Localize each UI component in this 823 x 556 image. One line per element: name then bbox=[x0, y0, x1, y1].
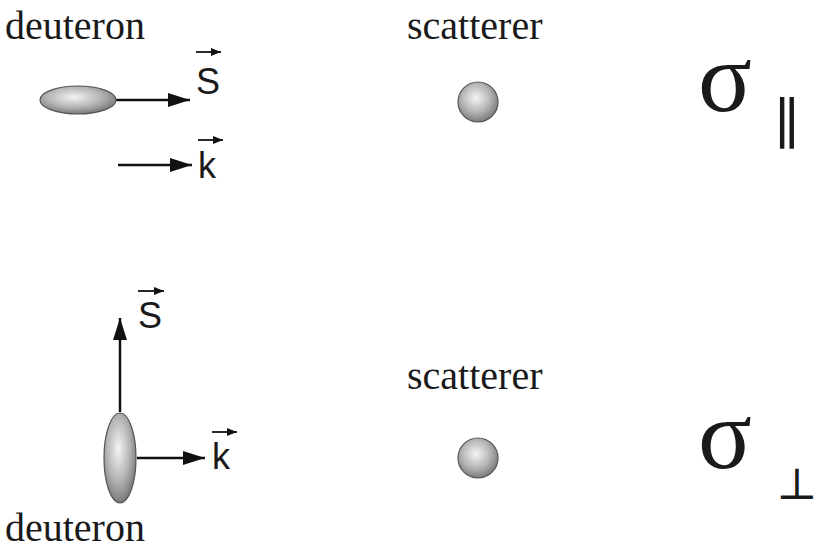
subscript-symbol: ∥ bbox=[774, 96, 800, 152]
vector-overarrow bbox=[196, 51, 221, 53]
node-label: scatterer bbox=[407, 4, 542, 48]
vector-label: k bbox=[198, 148, 216, 184]
deuteron-shape bbox=[104, 413, 136, 503]
node-label: scatterer bbox=[407, 354, 542, 398]
subscript-symbol: ⊥ bbox=[776, 462, 817, 506]
momentum-arrow bbox=[137, 457, 205, 460]
spin-arrow bbox=[119, 318, 122, 412]
vector-overarrow bbox=[198, 139, 223, 141]
scatterer-node: scatterer bbox=[395, 4, 565, 134]
vector-overarrow bbox=[138, 290, 164, 292]
cross-section-symbol: σ bbox=[698, 28, 752, 128]
scatterer-ball bbox=[458, 82, 498, 122]
vector-label: S bbox=[196, 64, 220, 100]
scatterer-ball bbox=[458, 438, 498, 478]
deuteron-node: deuteron bbox=[0, 408, 170, 556]
vector-label: k bbox=[212, 439, 230, 475]
deuteron-node: deuteron bbox=[0, 4, 170, 122]
cross-section-symbol: σ bbox=[698, 385, 752, 485]
momentum-arrow bbox=[118, 164, 192, 167]
node-label: deuteron bbox=[5, 506, 145, 550]
vector-label: S bbox=[138, 298, 162, 334]
deuteron-shape bbox=[40, 86, 116, 114]
scatterer-node: scatterer bbox=[395, 354, 565, 484]
vector-overarrow bbox=[212, 431, 237, 433]
node-label: deuteron bbox=[5, 4, 145, 48]
spin-arrow bbox=[116, 99, 190, 102]
